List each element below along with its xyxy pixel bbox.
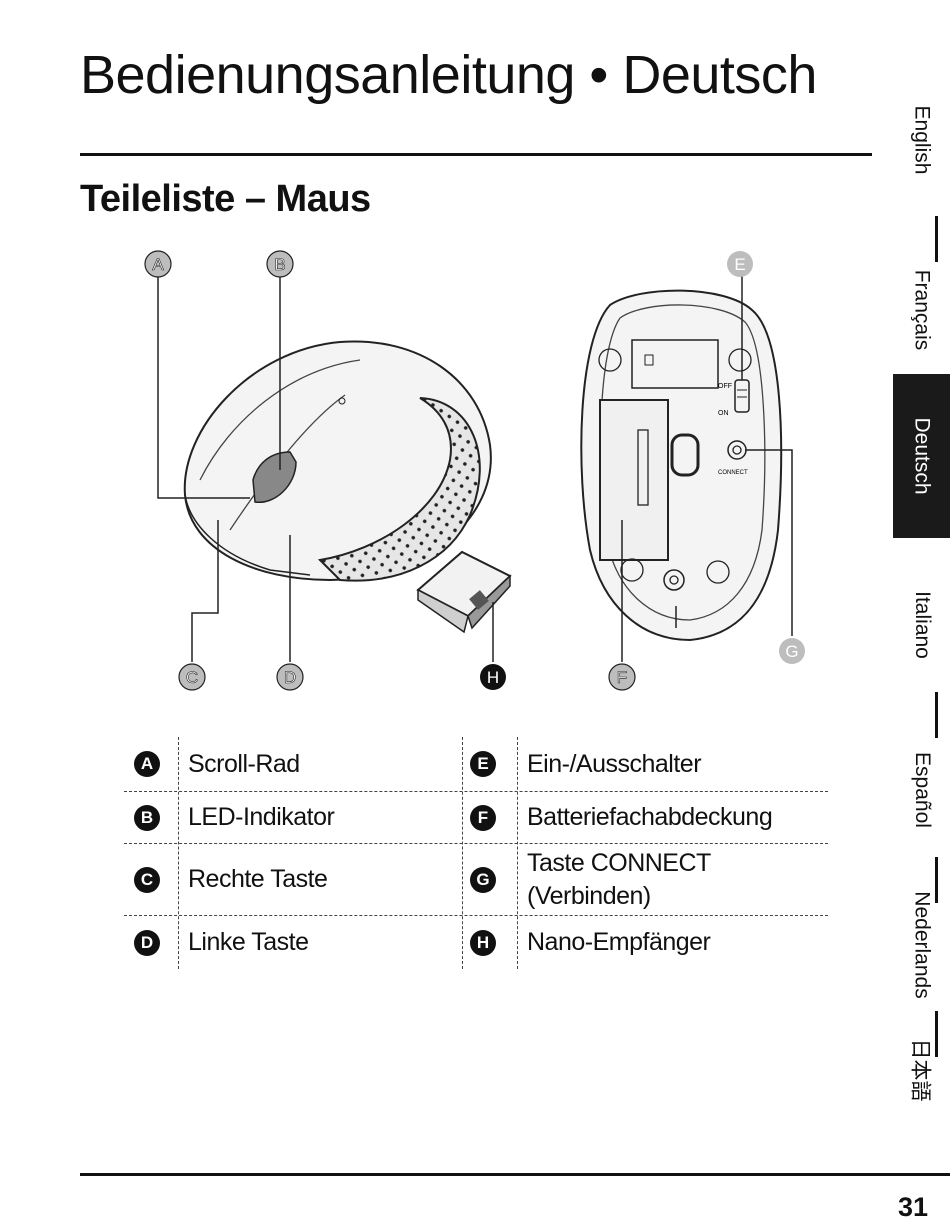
page-number: 31 xyxy=(898,1192,928,1223)
callout-d-label: D xyxy=(284,668,296,687)
tab-label: English xyxy=(910,106,934,175)
table-row: A Scroll-Rad E Ein-/Ausschalter xyxy=(124,737,828,791)
part-label: Ein-/Ausschalter xyxy=(527,737,701,791)
tab-francais[interactable]: Français xyxy=(893,230,950,390)
table-row: B LED-Indikator F Batteriefachabdeckung xyxy=(124,791,828,843)
part-label: Batteriefachabdeckung xyxy=(527,792,772,843)
tab-english[interactable]: English xyxy=(893,70,950,210)
callout-f-label: F xyxy=(617,668,627,687)
callout-e-label: E xyxy=(734,255,745,274)
part-letter-badge: B xyxy=(134,805,160,831)
part-letter-badge: A xyxy=(134,751,160,777)
footer-divider xyxy=(80,1173,950,1176)
callout-d: D xyxy=(277,664,303,690)
part-letter-badge: D xyxy=(134,930,160,956)
callout-e: E xyxy=(727,251,753,277)
title-divider xyxy=(80,153,872,156)
connect-text: CONNECT xyxy=(718,470,748,476)
callout-f: F xyxy=(609,664,635,690)
callout-b: B xyxy=(267,251,293,277)
part-letter-badge: G xyxy=(470,867,496,893)
callout-a-label: A xyxy=(152,255,164,274)
callout-h: H xyxy=(480,664,506,690)
page-title: Bedienungsanleitung • Deutsch xyxy=(80,44,817,106)
nano-receiver-illustration xyxy=(418,552,510,632)
part-label: Nano-Empfänger xyxy=(527,916,710,969)
section-title: Teileliste – Maus xyxy=(80,178,371,221)
tab-deutsch[interactable]: Deutsch xyxy=(893,374,950,538)
callout-h-label: H xyxy=(487,668,499,687)
tab-label: Français xyxy=(910,270,934,351)
tab-italiano[interactable]: Italiano xyxy=(893,550,950,700)
mouse-top-view-illustration xyxy=(185,341,491,580)
tab-nederlands[interactable]: Nederlands xyxy=(893,870,950,1020)
callout-a: A xyxy=(145,251,171,277)
table-row: D Linke Taste H Nano-Empfänger xyxy=(124,915,828,969)
language-tabs: English Français Deutsch Italiano Españo… xyxy=(893,70,950,1090)
tab-label: Deutsch xyxy=(910,417,934,494)
part-label: LED-Indikator xyxy=(188,792,334,843)
callout-c: C xyxy=(179,664,205,690)
mouse-parts-diagram: OFF ON CONNECT A B C D E F G H xyxy=(0,230,880,720)
tab-label: Nederlands xyxy=(910,891,934,998)
parts-list: A Scroll-Rad E Ein-/Ausschalter B LED-In… xyxy=(124,737,828,969)
part-letter-badge: F xyxy=(470,805,496,831)
part-label: Scroll-Rad xyxy=(188,737,300,791)
tab-label: Italiano xyxy=(910,591,934,659)
callout-g: G xyxy=(779,638,805,664)
tab-espanol[interactable]: Español xyxy=(893,725,950,855)
part-letter-badge: C xyxy=(134,867,160,893)
part-letter-badge: E xyxy=(470,751,496,777)
mouse-bottom-view-illustration: OFF ON CONNECT xyxy=(581,291,781,640)
part-letter-badge: H xyxy=(470,930,496,956)
tab-label: Español xyxy=(910,752,934,828)
part-label: Linke Taste xyxy=(188,916,309,969)
part-label: Rechte Taste xyxy=(188,844,327,915)
callout-g-label: G xyxy=(785,642,798,661)
tab-japanese[interactable]: 日本語 xyxy=(893,1030,950,1110)
callout-b-label: B xyxy=(274,255,285,274)
switch-off-text: OFF xyxy=(718,383,732,390)
tab-label: 日本語 xyxy=(907,1039,937,1102)
switch-on-text: ON xyxy=(718,410,729,417)
table-row: C Rechte Taste G Taste CONNECT (Verbinde… xyxy=(124,843,828,915)
part-label: Taste CONNECT (Verbinden) xyxy=(527,844,711,915)
callout-c-label: C xyxy=(186,668,198,687)
